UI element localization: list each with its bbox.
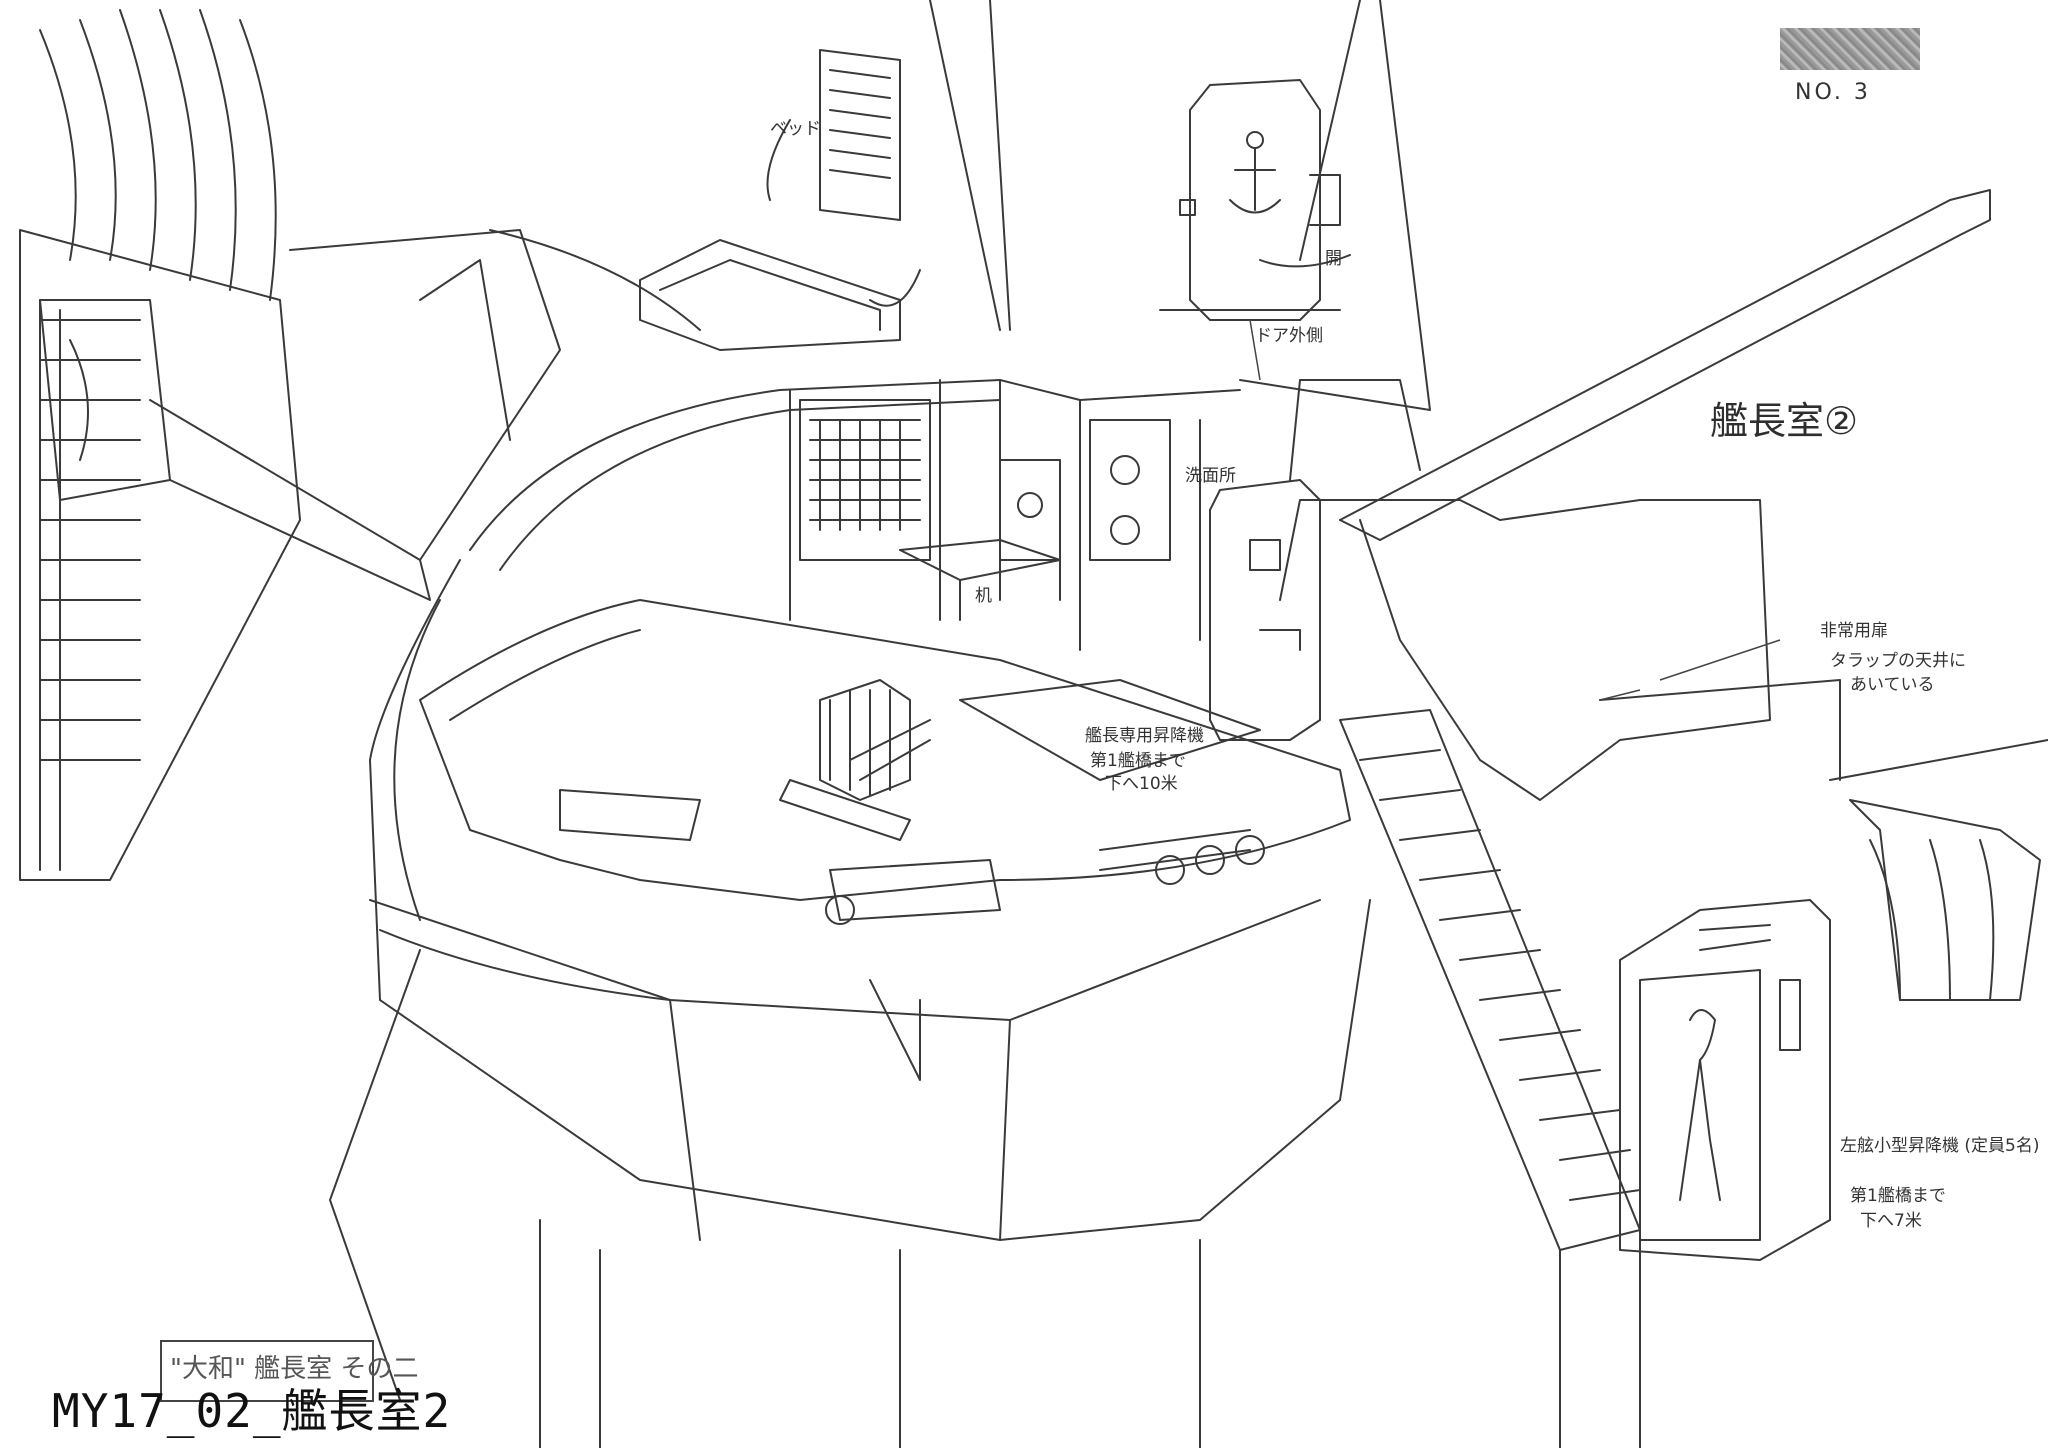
washroom-label: 洗面所 xyxy=(1185,466,1236,486)
redacted-block xyxy=(1780,28,1920,70)
stamp-box xyxy=(160,1340,374,1402)
small-elevator-label-2: 第1艦橋まで xyxy=(1850,1186,1946,1206)
washroom-door xyxy=(1209,479,1321,741)
open-label: 開 xyxy=(1325,249,1342,269)
hatch-note-2: あいている xyxy=(1850,675,1935,695)
mast-structures xyxy=(489,0,1431,411)
back-wall-panels xyxy=(789,379,1201,651)
captain-elevator-floor-panel xyxy=(849,679,1261,781)
hatch-note-1: タラップの天井に xyxy=(1830,651,1966,671)
captain-elevator-label-2: 第1艦橋まで xyxy=(1090,751,1186,771)
door-outside-label: ドア外側 xyxy=(1255,326,1323,346)
small-elevator-label-1: 左舷小型昇降機 (定員5名) xyxy=(1840,1136,2040,1156)
stamp-text: "大和" 艦長室 その二 xyxy=(170,1354,419,1384)
small-elevator xyxy=(1619,899,1831,1261)
emergency-hatch-label: 非常用扉 xyxy=(1820,621,1888,641)
door-outside-sketch xyxy=(1159,79,1351,321)
right-hull-structure xyxy=(1599,679,2048,1001)
desk-sketch xyxy=(899,539,1061,621)
small-elevator-label-3: 下へ7米 xyxy=(1860,1211,1922,1231)
desk-label: 机 xyxy=(975,586,992,606)
console-ring xyxy=(419,599,1351,925)
room-title: 艦長室② xyxy=(1710,399,1859,443)
file-caption: MY17_02_艦長室2 xyxy=(52,1384,452,1438)
captain-elevator-label-1: 艦長専用昇降機 xyxy=(1085,726,1204,746)
bed-label: ベッド xyxy=(770,119,821,139)
fold-down-bed-sketch xyxy=(639,49,921,351)
staircase xyxy=(1339,709,1641,1448)
captains-room-body xyxy=(329,379,1771,1448)
sheet-number: NO. 3 xyxy=(1795,80,1871,105)
antenna-sketch xyxy=(1339,189,1991,541)
captains-chair xyxy=(779,679,911,841)
captain-elevator-label-3: 下へ10米 xyxy=(1105,774,1178,794)
left-hull-structure xyxy=(19,9,561,881)
